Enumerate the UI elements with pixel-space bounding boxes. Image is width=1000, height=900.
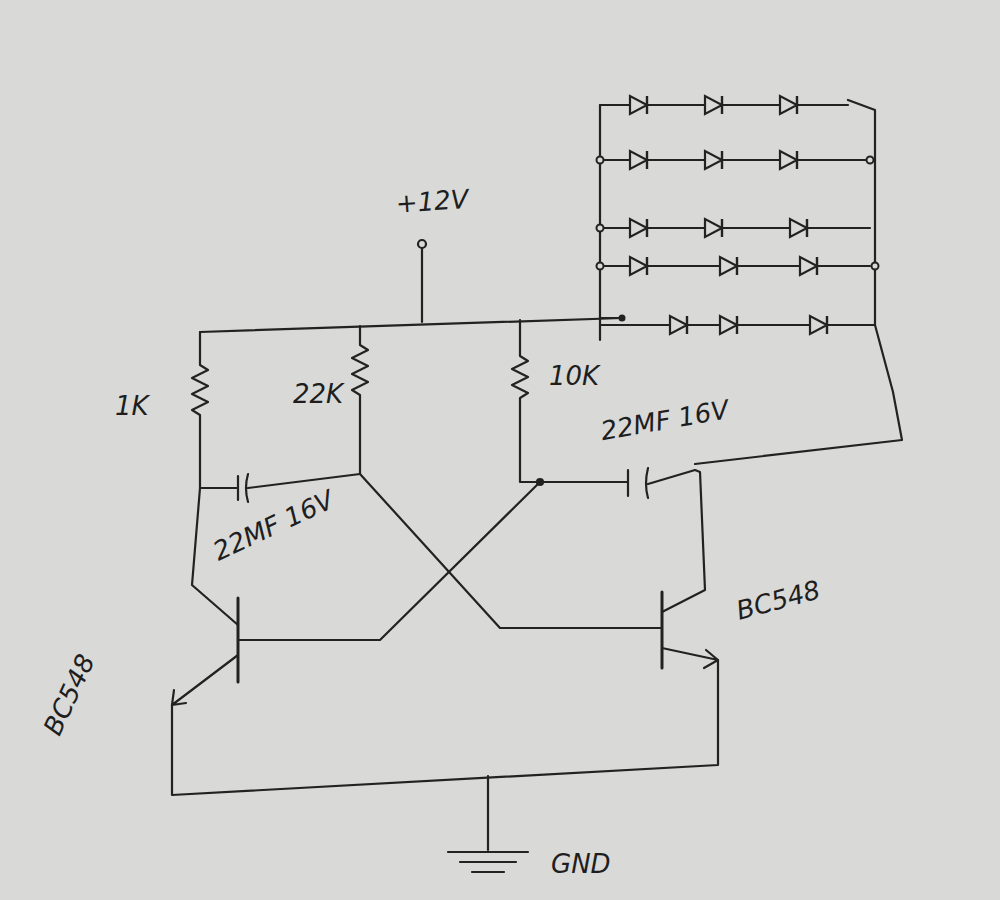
junction-dot	[597, 157, 604, 164]
component-label: 22MF 16V	[206, 484, 341, 567]
led-symbol	[630, 151, 647, 169]
component-label: 10K	[546, 362, 602, 391]
led-left-bus	[600, 105, 622, 340]
component-label: 22K	[290, 380, 346, 409]
component-label: GND	[548, 850, 614, 879]
base-wire	[360, 474, 662, 628]
junction-dot	[537, 479, 543, 485]
led-symbol	[790, 219, 807, 237]
supply-wire	[421, 248, 423, 322]
led-symbol	[780, 96, 797, 114]
component-label: 22MF 16V	[596, 395, 735, 447]
junction-dot	[597, 263, 604, 270]
led-symbol	[630, 257, 647, 275]
component-label: 1K	[112, 392, 152, 421]
led-symbol	[705, 96, 722, 114]
top-rail	[200, 318, 622, 332]
resistor-symbol	[512, 320, 628, 482]
component-label: BC548	[730, 575, 826, 626]
capacitor-symbol	[200, 474, 360, 502]
led-array	[597, 96, 879, 334]
junction-dot	[619, 315, 626, 322]
junction-dot	[867, 157, 874, 164]
component-label: BC548	[37, 647, 102, 742]
led-symbol	[630, 219, 647, 237]
led-symbol	[720, 316, 737, 334]
ground-bus	[172, 660, 718, 795]
led-symbol	[810, 316, 827, 334]
led-symbol	[670, 316, 687, 334]
resistor-symbol	[352, 326, 368, 474]
ground-symbol	[448, 776, 528, 872]
led-symbol	[720, 257, 737, 275]
led-symbol	[630, 96, 647, 114]
transistor-emitter	[172, 655, 238, 705]
led-symbol	[705, 151, 722, 169]
resistor-symbol	[192, 332, 238, 625]
transistor-symbol	[237, 598, 240, 682]
wires	[172, 100, 902, 872]
component-label: +12V	[392, 185, 472, 219]
led-symbol	[800, 257, 817, 275]
led-symbol	[705, 219, 722, 237]
led-rows	[600, 105, 875, 325]
transistor-symbol	[661, 592, 664, 668]
junction-dot	[597, 225, 604, 232]
capacitor-symbol	[628, 468, 705, 612]
supply-terminal	[418, 240, 426, 248]
transistor-emitter	[662, 648, 718, 668]
junction-dot	[872, 263, 879, 270]
led-symbol	[780, 151, 797, 169]
